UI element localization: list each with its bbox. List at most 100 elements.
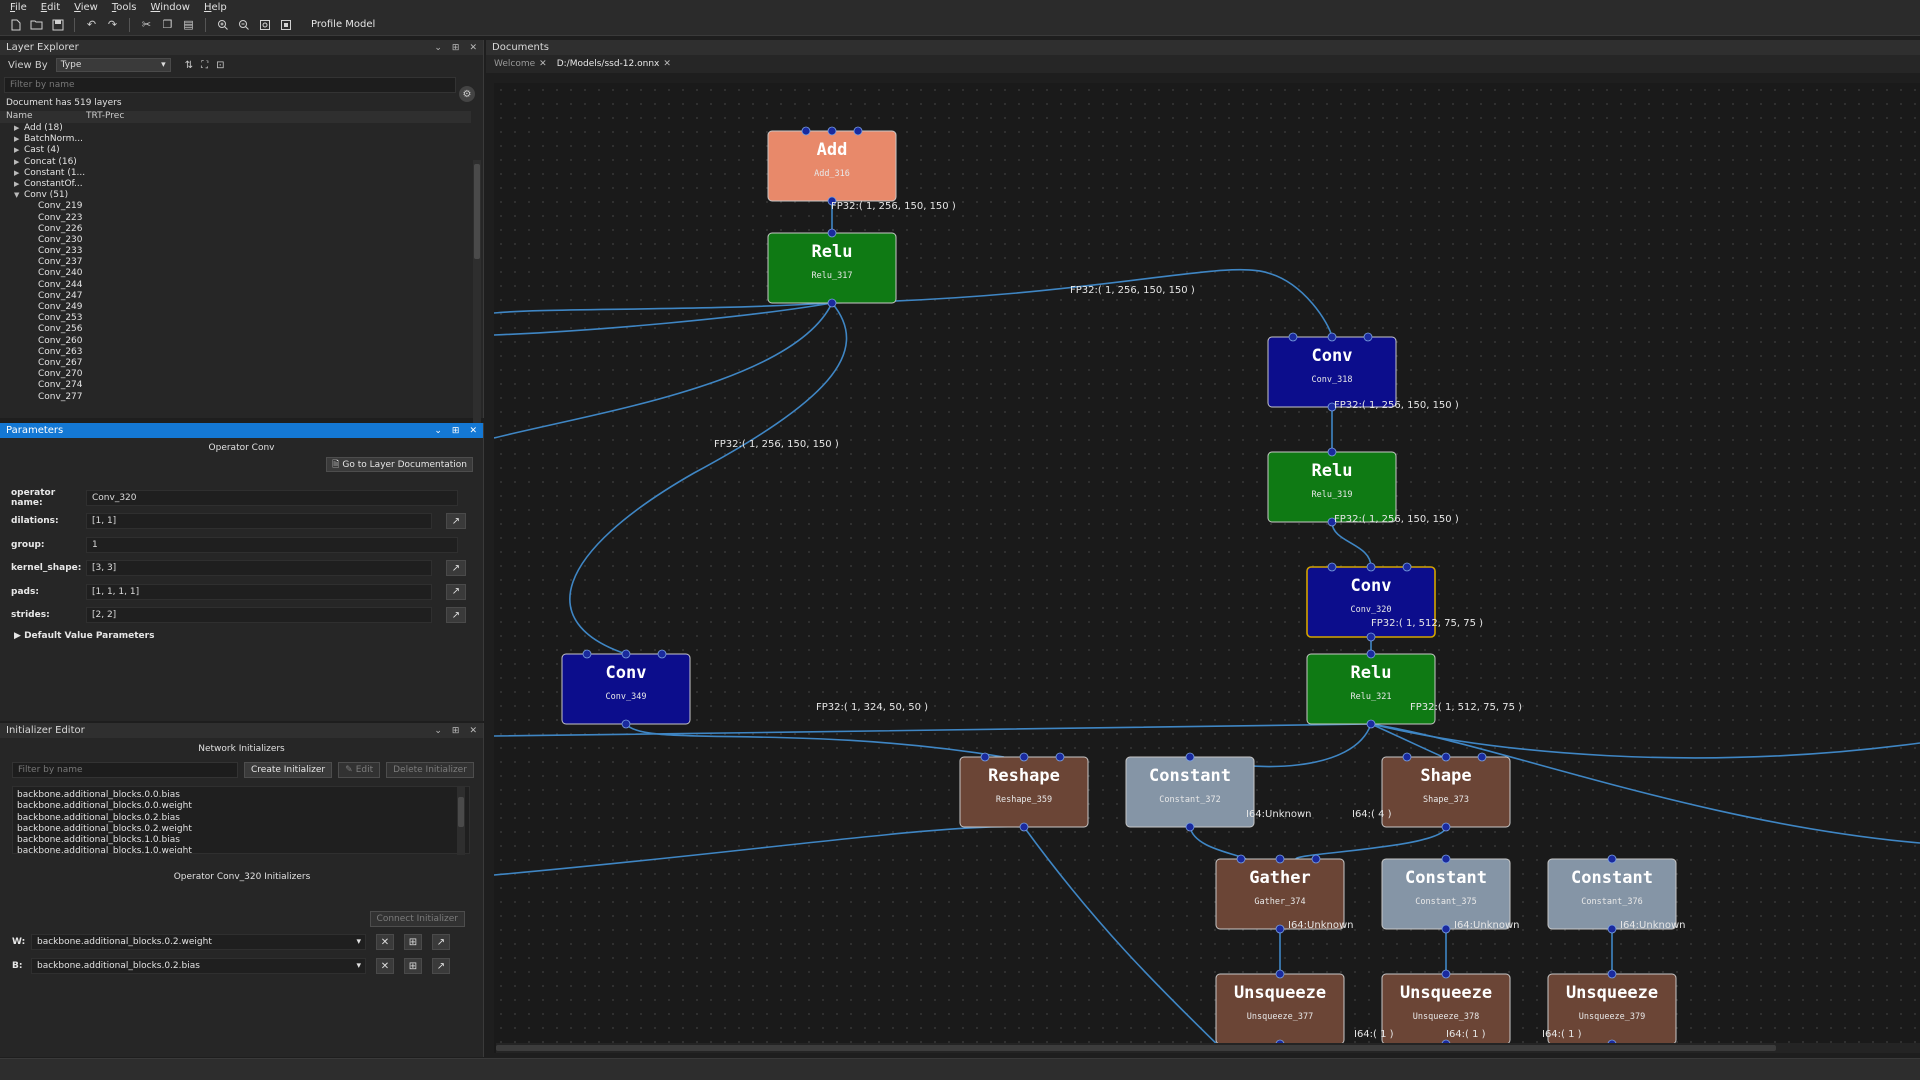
tree-item[interactable]: ▶ConstantOf... [0,179,471,190]
list-item[interactable]: backbone.additional_blocks.0.2.bias [17,812,180,823]
fit-selection-icon[interactable] [278,17,293,32]
cut-icon[interactable]: ✂ [141,18,152,31]
parameter-value[interactable]: [1, 1] [86,513,432,530]
add-icon[interactable]: ⊞ [404,934,422,950]
node-port[interactable] [1311,854,1321,864]
node-port[interactable] [1327,517,1337,527]
list-item[interactable]: backbone.additional_blocks.1.0.bias [17,835,180,846]
node-port[interactable] [1366,649,1376,659]
node-port[interactable] [1236,854,1246,864]
node-port[interactable] [1366,719,1376,729]
node-port[interactable] [1275,969,1285,979]
pin-icon[interactable]: ⊞ [451,42,460,53]
copy-icon[interactable]: ❐ [162,18,173,31]
graph-edge[interactable] [1370,723,1920,844]
tree-child-item[interactable]: Conv_233 [38,246,83,257]
graph-edge[interactable] [569,302,848,655]
menu-tools[interactable]: Tools [111,1,137,13]
initializer-filter-input[interactable]: Filter by name [12,762,238,778]
node-port[interactable] [1019,752,1029,762]
scrollbar-thumb[interactable] [474,164,480,259]
layer-filter-input[interactable]: Filter by name [4,77,456,93]
graph-edge[interactable] [625,723,1005,758]
tree-child-item[interactable]: Conv_223 [38,212,83,223]
list-item[interactable]: backbone.additional_blocks.0.0.weight [17,801,192,812]
new-file-icon[interactable] [8,17,23,32]
graph-edge[interactable] [1295,826,1447,860]
zoom-in-icon[interactable] [215,17,230,32]
menu-file[interactable]: File [10,1,27,13]
tree-child-item[interactable]: Conv_247 [38,290,83,301]
tree-child-item[interactable]: Conv_267 [38,357,83,368]
node-port[interactable] [621,649,631,659]
save-icon[interactable] [50,17,65,32]
chevron-down-icon[interactable]: ⌄ [434,425,442,436]
graph-edge[interactable] [494,723,1372,737]
graph-edge[interactable] [831,268,1333,338]
gear-icon[interactable]: ⚙ [459,86,475,102]
open-folder-icon[interactable] [29,17,44,32]
parameter-value[interactable]: [3, 3] [86,560,432,577]
node-port[interactable] [1441,822,1451,832]
parameter-value[interactable]: [2, 2] [86,607,432,624]
node-port[interactable] [1607,854,1617,864]
paste-icon[interactable]: ▤ [183,18,194,31]
initializer-list-scrollbar[interactable] [457,787,465,855]
tree-child-item[interactable]: Conv_249 [38,302,83,312]
node-port[interactable] [1327,332,1337,342]
close-icon[interactable]: ✕ [469,425,477,436]
tree-child-item[interactable]: Conv_237 [38,257,83,268]
tree-child-item[interactable]: Conv_277 [38,391,83,402]
tree-child-item[interactable]: Conv_263 [38,346,83,357]
node-port[interactable] [621,719,631,729]
close-icon[interactable]: ✕ [469,42,477,53]
node-port[interactable] [1607,924,1617,934]
node-port[interactable] [1327,562,1337,572]
parameter-value[interactable]: Conv_320 [86,489,458,506]
chevron-right-icon[interactable]: ▶ [14,135,20,144]
open-editor-icon[interactable]: ↗ [446,583,466,600]
chevron-down-icon[interactable]: ⌄ [434,42,442,53]
parameter-value[interactable]: 1 [86,536,458,553]
open-external-icon[interactable]: ↗ [432,958,450,974]
delete-initializer-button[interactable]: Delete Initializer [386,762,474,778]
node-port[interactable] [1327,447,1337,457]
node-port[interactable] [1477,752,1487,762]
node-port[interactable] [1185,822,1195,832]
add-icon[interactable]: ⊞ [404,958,422,974]
column-trt-prec[interactable]: TRT-Prec [86,111,125,121]
graph-edge[interactable] [494,302,833,314]
close-icon[interactable]: ✕ [376,958,394,974]
node-port[interactable] [827,126,837,136]
collapse-all-icon[interactable]: ⊡ [216,59,225,71]
chevron-down-icon[interactable]: ⌄ [434,725,442,736]
default-value-parameters-toggle[interactable]: ▶ Default Value Parameters [14,631,154,641]
open-editor-icon[interactable]: ↗ [446,607,466,624]
tree-item[interactable]: ▶Concat (16) [0,157,471,168]
node-port[interactable] [1185,752,1195,762]
node-port[interactable] [827,298,837,308]
chevron-right-icon[interactable]: ▶ [14,146,20,155]
tree-child-item[interactable]: Conv_256 [38,324,83,335]
edit-initializer-button[interactable]: ✎Edit [338,762,381,778]
tab-welcome[interactable]: Welcome✕ [490,57,551,71]
menu-window[interactable]: Window [150,1,190,13]
layer-tree-scrollbar[interactable] [473,160,481,455]
menu-help[interactable]: Help [203,1,227,13]
close-icon[interactable]: ✕ [469,725,477,736]
tree-item[interactable]: ▼Conv (51) [0,190,471,201]
close-icon[interactable]: ✕ [663,59,671,69]
tree-child-item[interactable]: Conv_226 [38,223,83,234]
node-port[interactable] [853,126,863,136]
profile-model-button[interactable]: Profile Model [311,19,376,30]
tree-child-item[interactable]: Conv_274 [38,380,83,391]
create-initializer-button[interactable]: Create Initializer [244,762,333,778]
